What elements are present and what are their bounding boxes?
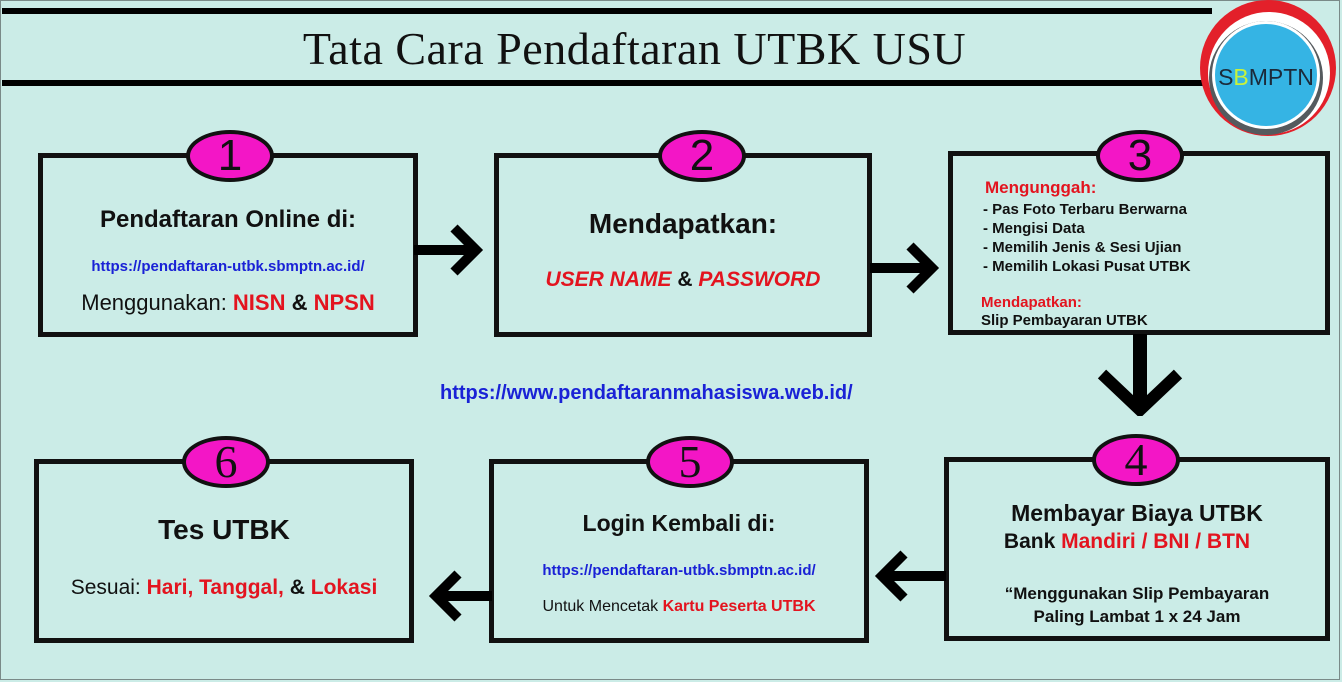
step-1-nisn: NISN	[232, 290, 286, 315]
step-4-box: Membayar Biaya UTBK Bank Mandiri / BNI /…	[944, 457, 1330, 641]
step-6-connector: &	[283, 576, 311, 599]
step-2-password: PASSWORD	[698, 268, 821, 291]
arrow-right-icon	[414, 224, 484, 276]
sbmptn-logo: SBMPTN	[1188, 0, 1338, 140]
step-2-badge: 2	[658, 130, 746, 182]
step-1-connector: &	[285, 290, 314, 315]
step-1-heading: Pendaftaran Online di:	[99, 206, 357, 233]
step-1-badge: 1	[186, 130, 274, 182]
step-4-banks: Mandiri / BNI / BTN	[1061, 530, 1251, 553]
step-2-heading: Mendapatkan:	[588, 208, 778, 239]
step-6-badge: 6	[182, 436, 270, 488]
step-6-date: Hari, Tanggal,	[146, 576, 284, 599]
step-1-prefix: Menggunakan:	[81, 290, 233, 315]
title-rule-top	[2, 8, 1212, 14]
step-6-schedule-line: Sesuai: Hari, Tanggal, & Lokasi	[39, 576, 409, 600]
step-5-card: Kartu Peserta UTBK	[662, 598, 816, 615]
step-4-note-line-1: “Menggunakan Slip Pembayaran	[1004, 584, 1270, 603]
title-rule-bottom	[2, 80, 1212, 86]
title-band: Tata Cara Pendaftaran UTBK USU	[2, 8, 1212, 86]
list-item: - Memilih Lokasi Pusat UTBK	[983, 258, 1191, 275]
step-3-receive-item: Slip Pembayaran UTBK	[981, 312, 1148, 329]
step-1-link[interactable]: https://pendaftaran-utbk.sbmptn.ac.id/	[91, 258, 365, 275]
step-5-link[interactable]: https://pendaftaran-utbk.sbmptn.ac.id/	[542, 562, 816, 579]
step-5-print-line: Untuk Mencetak Kartu Peserta UTBK	[494, 598, 864, 616]
sbmptn-logo-icon	[1200, 0, 1336, 136]
step-4-badge: 4	[1092, 434, 1180, 486]
step-6-box: Tes UTBK Sesuai: Hari, Tanggal, & Lokasi	[34, 459, 414, 643]
page-title: Tata Cara Pendaftaran UTBK USU	[302, 23, 967, 74]
step-1-npsn: NPSN	[313, 290, 375, 315]
step-5-prefix: Untuk Mencetak	[542, 598, 663, 615]
list-item: - Pas Foto Terbaru Berwarna	[983, 201, 1187, 218]
arrow-right-icon	[870, 242, 940, 294]
step-2-box: Mendapatkan: USER NAME & PASSWORD	[494, 153, 872, 337]
step-6-location: Lokasi	[310, 576, 378, 599]
step-3-receive-label: Mendapatkan:	[981, 294, 1082, 311]
list-item: - Mengisi Data	[983, 220, 1085, 237]
arrow-down-icon	[1097, 334, 1183, 416]
step-3-upload-list: - Pas Foto Terbaru Berwarna - Mengisi Da…	[983, 200, 1191, 276]
logo-letters-mptn: MPTN	[1248, 64, 1314, 90]
step-4-banks-line: Bank Mandiri / BNI / BTN	[929, 530, 1325, 554]
step-5-badge: 5	[646, 436, 734, 488]
step-6-prefix: Sesuai:	[70, 576, 147, 599]
step-6-heading: Tes UTBK	[158, 514, 290, 545]
step-1-credentials: Menggunakan: NISN & NPSN	[43, 290, 413, 316]
step-4-note-line-2: Paling Lambat 1 x 24 Jam	[1033, 607, 1241, 626]
logo-letter-b: B	[1233, 64, 1249, 90]
footer-website-link[interactable]: https://www.pendaftaranmahasiswa.web.id/	[440, 382, 853, 404]
step-4-bank-prefix: Bank	[1003, 530, 1062, 553]
step-5-heading: Login Kembali di:	[582, 510, 776, 536]
list-item: - Memilih Jenis & Sesi Ujian	[983, 239, 1182, 256]
step-5-box: Login Kembali di: https://pendaftaran-ut…	[489, 459, 869, 643]
arrow-left-icon	[428, 570, 492, 622]
step-2-credentials: USER NAME & PASSWORD	[499, 268, 867, 292]
step-3-upload-label: Mengunggah:	[985, 178, 1097, 197]
step-2-username: USER NAME	[545, 268, 672, 291]
step-2-connector: &	[671, 268, 699, 291]
arrow-left-icon	[874, 550, 946, 602]
step-3-badge: 3	[1096, 130, 1184, 182]
step-4-heading: Membayar Biaya UTBK	[1011, 500, 1263, 526]
logo-letter-s: S	[1218, 64, 1234, 90]
